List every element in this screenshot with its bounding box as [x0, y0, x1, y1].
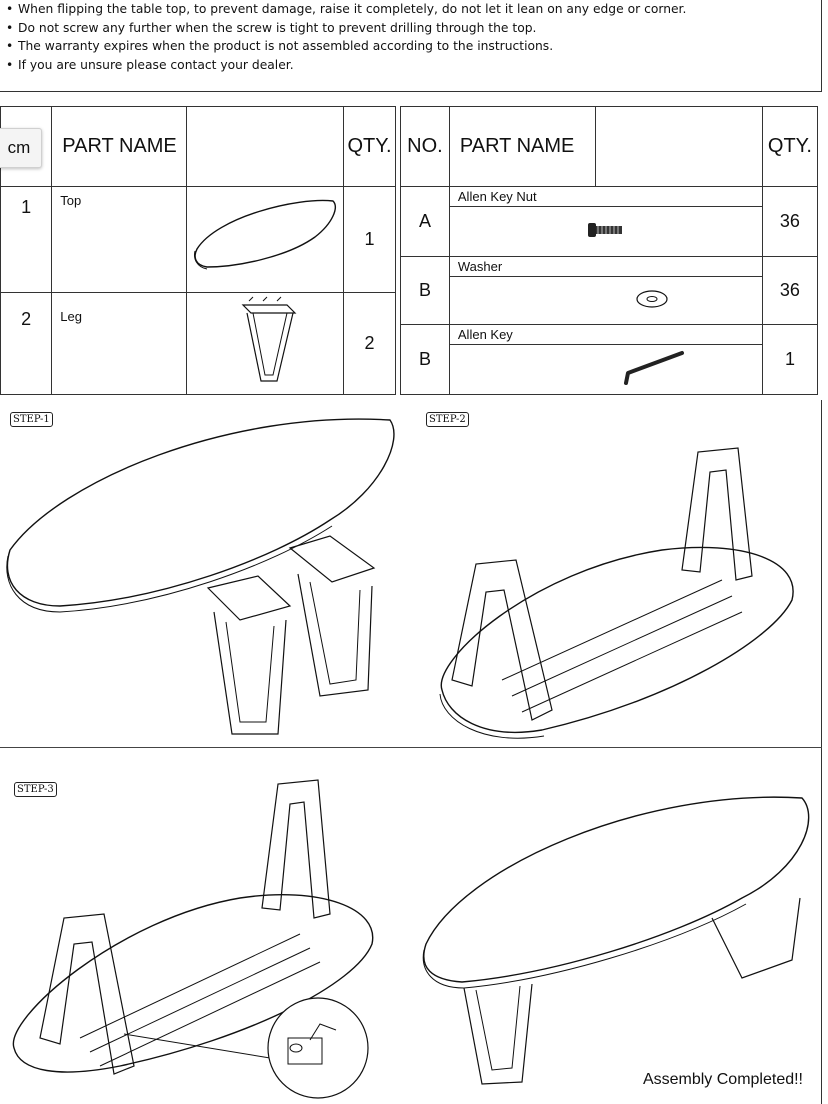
leg-icon: [241, 296, 297, 382]
step-3-label: STEP-3: [14, 782, 57, 797]
part-qty: 36: [761, 256, 819, 325]
warning-notes: When flipping the table top, to prevent …: [0, 0, 822, 92]
tabletop-icon: [194, 199, 337, 270]
allen-key-icon: [623, 351, 684, 385]
parts-table-left: . PART NAME QTY. 1 Top 1 2 Leg 2: [0, 106, 396, 395]
completed-illustration: [422, 796, 810, 1085]
note-item: If you are unsure please contact your de…: [6, 56, 821, 75]
table-header: . PART NAME QTY.: [0, 106, 396, 187]
part-image-top: [186, 186, 345, 293]
part-qty: 36: [761, 186, 819, 257]
table-row: A Allen Key Nut 36: [400, 186, 819, 257]
step-1-illustration: [6, 418, 395, 735]
col-image: [595, 106, 763, 187]
part-qty: 2: [343, 292, 396, 395]
washer-icon: [636, 290, 668, 308]
allen-key-nut-icon: [587, 223, 622, 237]
notes-list: When flipping the table top, to prevent …: [0, 0, 821, 74]
table-row: B Washer 36: [400, 256, 819, 325]
part-name: Top: [51, 186, 188, 293]
step-3-illustration: [12, 779, 374, 1099]
part-no: B: [400, 256, 450, 325]
col-no: NO.: [400, 106, 450, 187]
step-1-label: STEP-1: [10, 412, 53, 427]
col-part-name: PART NAME: [448, 106, 597, 187]
col-image: [186, 106, 345, 187]
part-qty: 1: [343, 186, 396, 293]
part-name: Allen Key: [449, 325, 762, 345]
table-header: NO. PART NAME QTY.: [400, 106, 819, 187]
part-no: 2: [0, 292, 53, 395]
part-no: 1: [0, 186, 53, 293]
col-qty: QTY.: [761, 106, 819, 187]
note-item: When flipping the table top, to prevent …: [6, 0, 821, 19]
table-row: 1 Top 1: [0, 186, 396, 293]
unit-tooltip: cm: [0, 128, 42, 168]
part-name: Washer: [449, 257, 762, 277]
part-name: Allen Key Nut: [449, 187, 762, 207]
note-item: Do not screw any further when the screw …: [6, 19, 821, 38]
part-image-leg: [186, 292, 345, 395]
table-row: 2 Leg 2: [0, 292, 396, 395]
assembly-completed-text: Assembly Completed!!: [642, 1071, 803, 1088]
col-qty: QTY.: [343, 106, 396, 187]
table-row: B Allen Key 1: [400, 324, 819, 395]
part-no: A: [400, 186, 450, 257]
part-name: Leg: [51, 292, 188, 395]
note-item: The warranty expires when the product is…: [6, 37, 821, 56]
part-cell: Allen Key: [448, 324, 763, 395]
part-qty: 1: [761, 324, 819, 395]
step-2-label: STEP-2: [426, 412, 469, 427]
assembly-steps: STEP-1 STEP-2 STEP-3: [0, 400, 822, 1104]
part-cell: Allen Key Nut: [448, 186, 763, 257]
step-divider: [0, 747, 822, 748]
part-cell: Washer: [448, 256, 763, 325]
col-part-name: PART NAME: [51, 106, 188, 187]
step-2-illustration: [439, 447, 794, 739]
part-no: B: [400, 324, 450, 395]
parts-table-right: NO. PART NAME QTY. A Allen Key Nut 36 B …: [400, 106, 819, 395]
